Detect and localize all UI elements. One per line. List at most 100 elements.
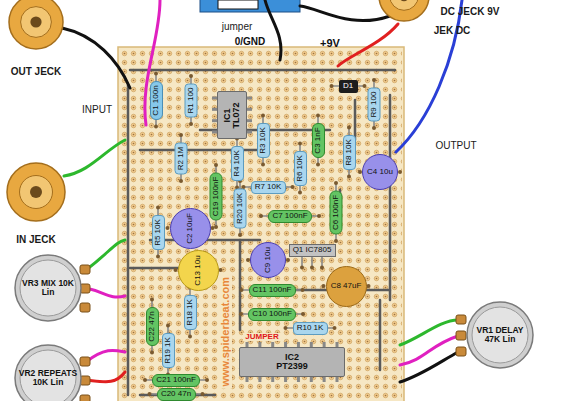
potentiometer: VR2 REPEATS 10K Lin [14, 344, 82, 401]
solder-point [238, 233, 242, 237]
part-label: Q1 IC7805 [293, 246, 332, 254]
solder-point [179, 179, 183, 183]
solder-point [298, 191, 302, 195]
resistor: R6 10K [294, 151, 307, 186]
solder-point [240, 288, 244, 292]
solder-point [291, 185, 295, 189]
solder-point [320, 266, 324, 270]
part-label: C13 10u [194, 255, 202, 285]
part-label: R7 10K [255, 183, 282, 191]
electrolytic-capacitor: C13 10u [178, 250, 219, 291]
diode: D1 [339, 80, 358, 93]
watermark: www.spiderbeat.com [220, 275, 232, 389]
resistor: R8 10K [343, 135, 356, 170]
part-label: C8 47uF [331, 282, 362, 290]
capacitor: C3 1nF [312, 123, 325, 158]
solder-point [150, 298, 154, 302]
part-label: R4 10K [233, 150, 241, 177]
electrolytic-capacitor: C2 10uF [170, 208, 211, 249]
electrolytic-capacitor: C9 10u [250, 242, 286, 278]
solder-point [211, 226, 215, 230]
resistor: R19 1K [162, 333, 175, 368]
solder-point [286, 258, 290, 262]
board-label: INPUT [82, 105, 112, 116]
capacitor: C6 100nF [330, 190, 343, 234]
solder-point [347, 175, 351, 179]
ic-chip: IC2 PT2399 [239, 347, 345, 377]
solder-point [201, 392, 205, 396]
solder-point [301, 312, 305, 316]
capacitor: C19 100nF [210, 172, 223, 220]
part-label: C20 47n [161, 390, 191, 398]
part-label: C3 1nF [314, 127, 322, 153]
jumper-header [200, 0, 300, 12]
electrolytic-capacitor: C4 10u [362, 154, 398, 190]
part-label: R5 10K [154, 219, 162, 246]
capacitor: C1 100n [150, 81, 163, 120]
capacitor: C22 47n [146, 307, 159, 346]
solder-point [261, 163, 265, 167]
ic-pin [271, 377, 274, 382]
board-label: 0/GND [235, 37, 266, 48]
part-label: R20 10K [236, 192, 244, 223]
solder-point [214, 163, 218, 167]
part-label: R8 10K [345, 139, 353, 166]
solder-point [300, 266, 304, 270]
solder-point [398, 170, 402, 174]
part-label: R1 100 [187, 87, 195, 113]
solder-point [330, 84, 334, 88]
part-label: IC2 PT2399 [276, 353, 308, 372]
solder-point [298, 142, 302, 146]
ic-pin [246, 377, 249, 382]
solder-point [189, 122, 193, 126]
board-label: +9V [320, 38, 340, 50]
board-label: jumper [222, 22, 253, 33]
jack-body [6, 162, 66, 222]
board-label: OUTPUT [435, 141, 476, 152]
ic-pin [336, 377, 339, 382]
jack-socket: IN JECK [6, 162, 66, 222]
solder-point [363, 84, 367, 88]
resistor: R5 10K [152, 215, 165, 250]
solder-point [189, 74, 193, 78]
component-leads [143, 72, 402, 397]
perfboard [118, 47, 404, 401]
solder-point [166, 226, 170, 230]
ic-chip: IC1 TL072 [217, 91, 247, 139]
capacitor: C21 100nF [152, 374, 200, 387]
part-label: R10 1K [297, 324, 324, 332]
solder-point [372, 126, 376, 130]
wires [62, 0, 462, 382]
capacitor: C7 100nF [268, 210, 312, 223]
ic-pin [297, 377, 300, 382]
solder-point [347, 126, 351, 130]
solder-point [179, 133, 183, 137]
solder-point [156, 206, 160, 210]
solder-point [166, 324, 170, 328]
resistor: R4 10K [231, 146, 244, 181]
part-label: C7 100nF [272, 212, 307, 220]
part-label: C4 10u [367, 168, 393, 176]
jack-socket: OUT JECK [8, 0, 64, 50]
jack-body [378, 0, 430, 22]
resistor: R9 100 [368, 87, 381, 121]
part-label: R2 1M [177, 146, 185, 170]
capacitor: C11 100nF [249, 284, 296, 297]
part-label: OUT JECK [11, 67, 62, 78]
part-label: C10 100nF [252, 310, 292, 318]
solder-point [316, 163, 320, 167]
ic-pin [258, 377, 261, 382]
part-label: R18 1K [186, 299, 194, 326]
part-label: R19 1K [164, 337, 172, 364]
solder-point [334, 239, 338, 243]
potentiometer: VR3 MIX 10K Lin [14, 254, 82, 322]
capacitor: C20 47n [157, 388, 196, 401]
solder-point [316, 114, 320, 118]
part-label: IC1 TL072 [223, 102, 242, 128]
solder-point [310, 266, 314, 270]
solder-point [214, 225, 218, 229]
part-label: C19 100nF [212, 176, 220, 216]
part-label: D1 [343, 82, 353, 90]
jack-socket: DC JECK 9VJEK DC [378, 0, 430, 22]
resistor: R18 1K [184, 295, 197, 330]
